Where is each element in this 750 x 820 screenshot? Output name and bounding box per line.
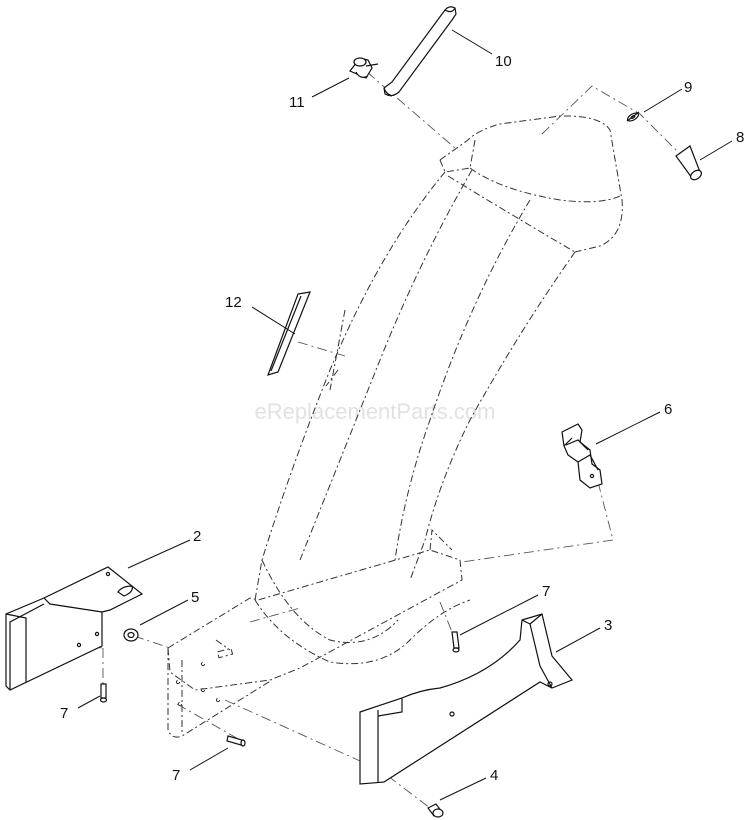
part-side-panel — [359, 613, 573, 785]
watermark-text: eReplacementParts.com — [255, 399, 496, 424]
callout-labels: 10 11 9 8 12 6 2 5 7 3 7 7 4 — [60, 53, 744, 784]
part-nut — [123, 628, 139, 642]
part-rivet-right — [451, 631, 460, 653]
part-knob — [349, 57, 379, 79]
callout-4: 4 — [490, 767, 498, 784]
callout-8: 8 — [736, 129, 744, 146]
part-side-shield — [5, 566, 144, 691]
callout-9: 9 — [684, 79, 692, 96]
part-rivet-left — [99, 683, 108, 703]
callout-3: 3 — [604, 617, 612, 634]
leader-lines — [77, 29, 733, 801]
part-bolt — [675, 145, 703, 181]
part-decal — [267, 291, 311, 376]
callout-7-bottom: 7 — [172, 767, 180, 784]
callout-2: 2 — [193, 528, 201, 545]
part-washer — [626, 111, 640, 122]
callout-5: 5 — [191, 589, 199, 606]
callout-7-left: 7 — [60, 705, 68, 722]
callout-6: 6 — [664, 401, 672, 418]
part-handle-rod — [383, 6, 457, 97]
part-rivet-bottom — [226, 735, 246, 747]
assembly-lines — [71, 71, 691, 809]
callout-10: 10 — [495, 53, 512, 70]
callout-12: 12 — [225, 294, 242, 311]
part-bracket — [561, 423, 603, 489]
part-screw — [427, 803, 444, 818]
chute-base-plate — [167, 528, 463, 738]
callout-7-right: 7 — [542, 583, 550, 600]
discharge-chute-outline — [254, 115, 623, 665]
callout-11: 11 — [289, 94, 305, 111]
